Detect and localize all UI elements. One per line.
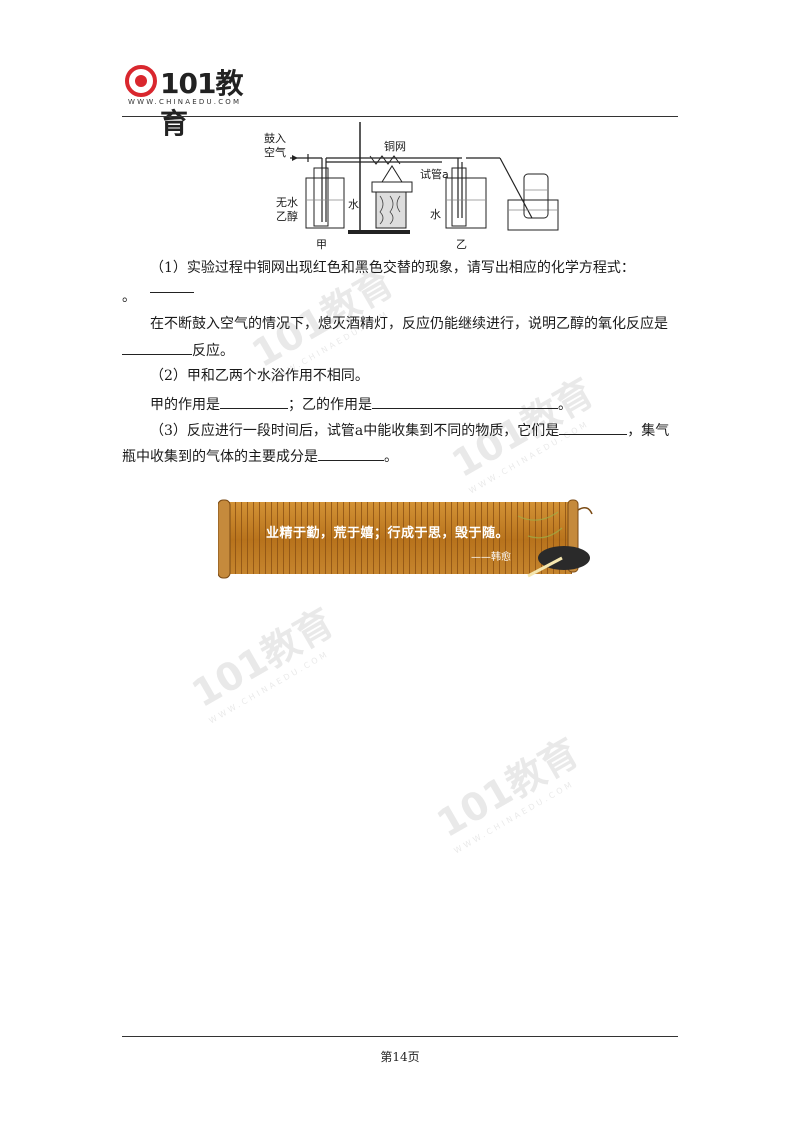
label-yi: 乙 (456, 238, 467, 251)
quote-banner: 业精于勤，荒于嬉；行成于思，毁于随。 ——韩愈 (218, 496, 598, 584)
question-2: （2）甲和乙两个水浴作用不相同。 (150, 368, 369, 384)
question-1-end: 。 (122, 289, 136, 305)
site-logo[interactable]: 101教育 WWW.CHINAEDU.COM (124, 62, 254, 140)
question-3-text: （3）反应进行一段时间后，试管a中能收集到不同的物质，它们是 (150, 423, 560, 439)
question-1-text: （1）实验过程中铜网出现红色和黑色交替的现象，请写出相应的化学方程式： (150, 260, 635, 276)
quote-author: ——韩愈 (471, 552, 511, 563)
footer-rule (122, 1036, 678, 1037)
watermark: 101教育 WWW.CHINAEDU.COM (180, 592, 347, 725)
logo-text: 101教育 (160, 67, 243, 140)
label-water-right: 水 (430, 208, 441, 221)
apparatus-figure: 鼓入 空气 铜网 无水 乙醇 水 试管a 水 甲 乙 (262, 122, 562, 252)
label-copper: 铜网 (384, 140, 406, 153)
question-1b-line2: 反应。 (122, 340, 678, 361)
question-3-mid: ，集气 (627, 423, 670, 439)
watermark: 101教育 WWW.CHINAEDU.COM (425, 722, 592, 855)
label-ethanol-2: 乙醇 (276, 210, 298, 223)
question-1b-text: 在不断鼓入空气的情况下，熄灭酒精灯，反应仍能继续进行，说明乙醇的氧化反应是 (150, 316, 668, 332)
answer-blank-q3-a[interactable] (559, 420, 628, 435)
question-2b: 甲的作用是 ；乙的作用是 。 (150, 394, 678, 415)
answer-blank-q3-b[interactable] (318, 446, 384, 461)
logo-emblem-icon (125, 65, 157, 97)
question-2b-mid: ；乙的作用是 (288, 397, 372, 413)
label-tube-a: 试管a (420, 168, 449, 181)
quote-text: 业精于勤，荒于嬉；行成于思，毁于随。 (266, 526, 510, 541)
question-3b-end: 。 (384, 449, 398, 465)
label-jia: 甲 (316, 238, 327, 251)
label-air-2: 空气 (264, 146, 286, 159)
question-1b-end: 反应。 (192, 343, 234, 359)
answer-blank-q2-jia[interactable] (220, 394, 288, 409)
question-1: （1）实验过程中铜网出现红色和黑色交替的现象，请写出相应的化学方程式： (150, 258, 678, 299)
answer-blank-q1b[interactable] (122, 340, 192, 355)
bamboo-scroll-icon (218, 499, 593, 579)
question-3b-prefix: 瓶中收集到的气体的主要成分是 (122, 449, 318, 465)
label-ethanol-1: 无水 (276, 196, 298, 209)
question-3: （3）反应进行一段时间后，试管a中能收集到不同的物质，它们是 ，集气 (150, 420, 678, 441)
logo-subtitle: WWW.CHINAEDU.COM (128, 98, 242, 106)
label-water-left: 水 (348, 198, 359, 211)
question-1b: 在不断鼓入空气的情况下，熄灭酒精灯，反应仍能继续进行，说明乙醇的氧化反应是 (150, 314, 678, 334)
answer-blank-q1[interactable] (150, 278, 194, 293)
answer-blank-q2-yi[interactable] (372, 394, 558, 409)
question-3b: 瓶中收集到的气体的主要成分是 。 (122, 446, 678, 467)
question-2b-end: 。 (558, 397, 572, 413)
label-air-1: 鼓入 (264, 132, 286, 145)
page-number: 第14页 (380, 1050, 420, 1064)
header-rule (122, 116, 678, 117)
question-2b-prefix: 甲的作用是 (150, 397, 220, 413)
apparatus-diagram (290, 122, 559, 234)
